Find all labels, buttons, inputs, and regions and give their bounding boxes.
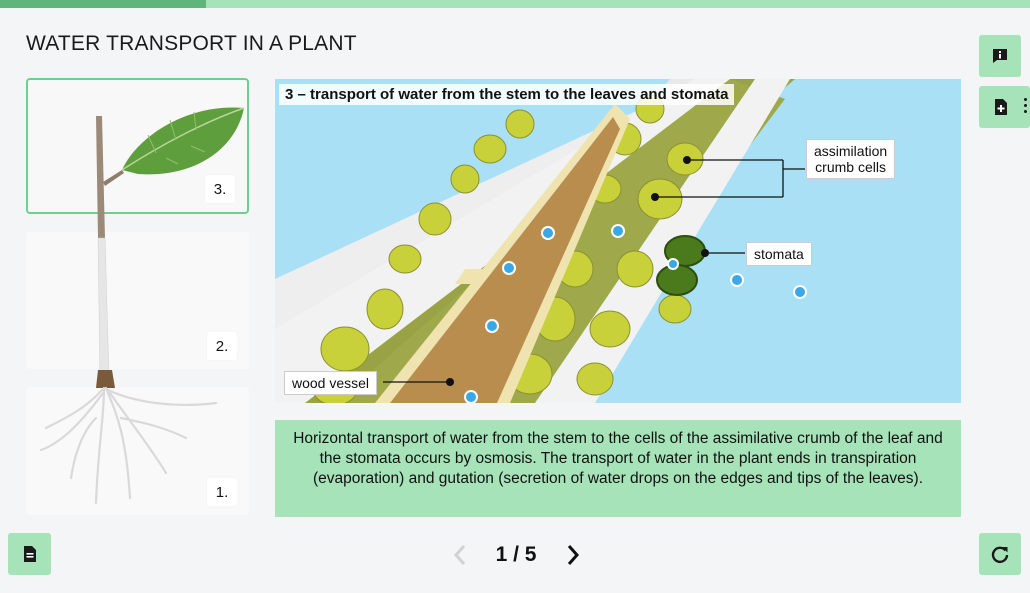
add-note-button[interactable] (979, 86, 1030, 128)
document-icon (23, 546, 36, 562)
leaf-cross-section-diagram: 3 – transport of water from the stem to … (275, 79, 961, 403)
add-note-icon (994, 99, 1007, 115)
label-assimilation-crumb-cells: assimilation crumb cells (806, 139, 896, 179)
description-text: Horizontal transport of water from the s… (275, 420, 961, 517)
chevron-right-icon (567, 545, 580, 565)
prev-button[interactable] (449, 541, 471, 569)
chevron-left-icon (453, 545, 466, 565)
thumbnail-step-2[interactable]: 2. (26, 232, 249, 369)
label-wood-vessel: wood vessel (284, 371, 378, 395)
pager: 1 / 5 (0, 535, 1030, 575)
progress-bar (0, 0, 1030, 8)
info-button[interactable] (979, 35, 1021, 77)
thumbnail-number: 2. (207, 332, 237, 360)
reload-button[interactable] (979, 533, 1021, 575)
thumbnail-number: 1. (207, 478, 237, 506)
info-message-icon (993, 49, 1007, 63)
page-counter: 1 / 5 (495, 543, 537, 566)
label-stomata: stomata (746, 242, 812, 266)
thumbnail-number: 3. (205, 175, 235, 203)
document-button[interactable] (8, 533, 51, 575)
diagram-heading: 3 – transport of water from the stem to … (279, 84, 735, 105)
step-thumbnails: 3. 2. 1. (26, 78, 249, 515)
progress-fill (0, 0, 206, 8)
more-options-icon[interactable] (1024, 98, 1028, 116)
page-title: WATER TRANSPORT IN A PLANT (26, 32, 357, 55)
thumbnail-step-1[interactable]: 1. (26, 387, 249, 515)
reload-icon (991, 546, 1009, 564)
next-button[interactable] (562, 541, 584, 569)
thumbnail-step-3[interactable]: 3. (26, 78, 249, 214)
